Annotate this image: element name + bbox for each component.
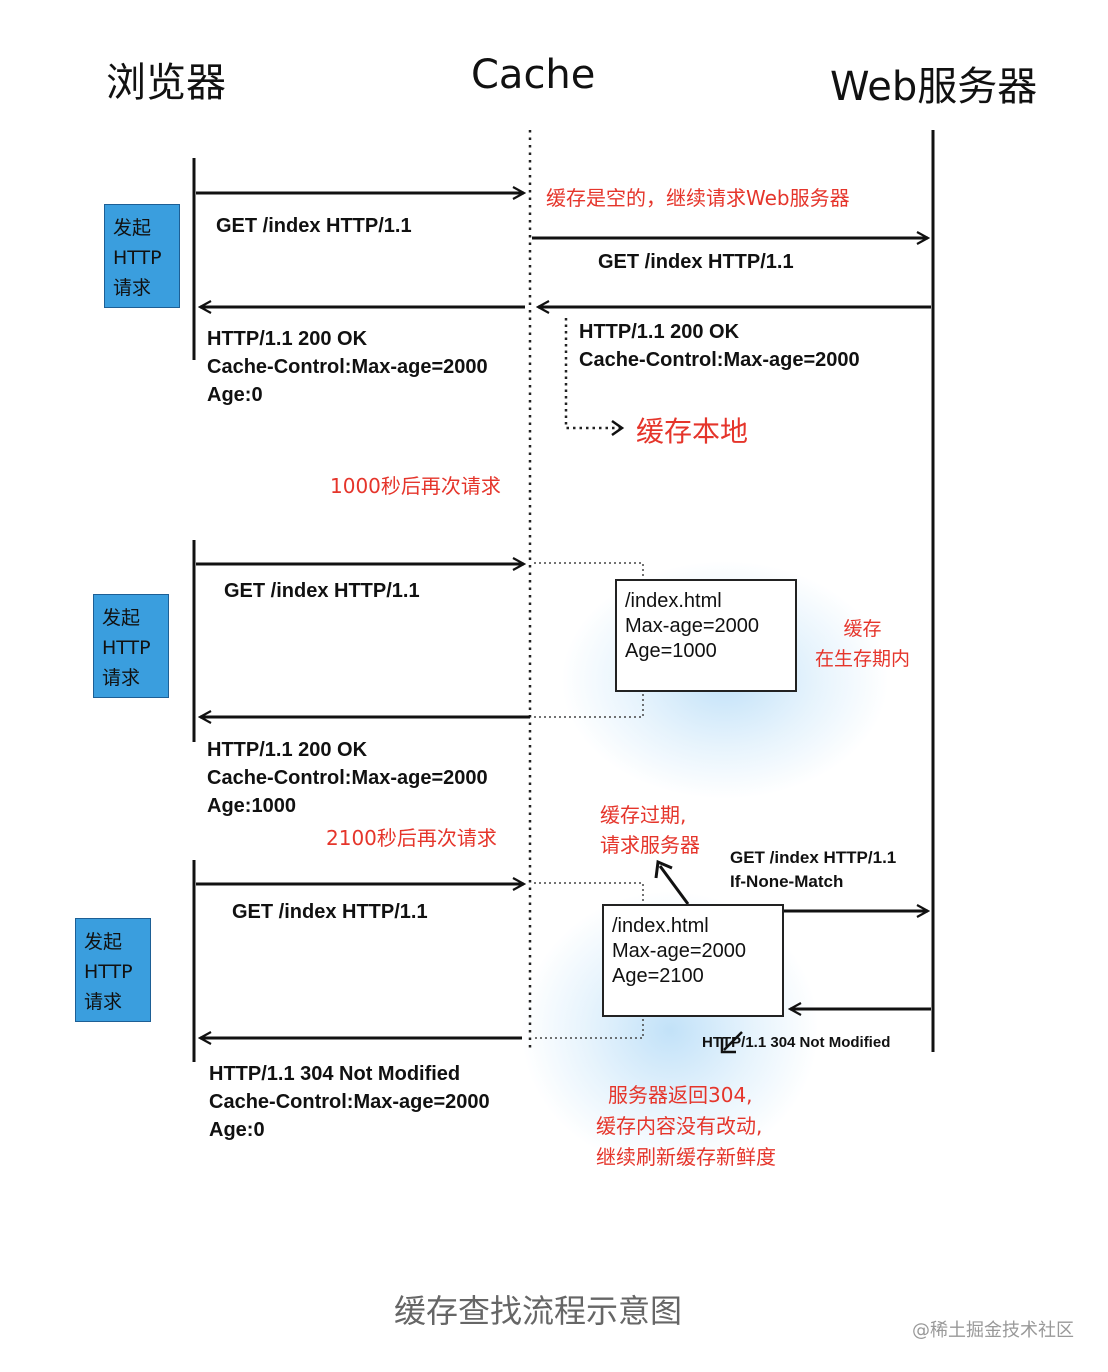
s3-note-304: 服务器返回304, 缓存内容没有改动, 继续刷新缓存新鲜度	[596, 1080, 776, 1173]
response-line: HTTP/1.1 200 OK	[579, 321, 740, 343]
note-line: 缓存	[843, 618, 882, 640]
s2-browser-response: HTTP/1.1 200 OK Cache-Control:Max-age=20…	[207, 736, 488, 820]
response-line: HTTP/1.1 200 OK	[207, 739, 368, 761]
request-box-label: HTTP	[102, 637, 151, 659]
s2-browser-request: GET /index HTTP/1.1	[224, 580, 420, 602]
request-line: If-None-Match	[730, 872, 844, 891]
note-line: 缓存过期,	[600, 803, 687, 827]
response-line: Age:0	[209, 1119, 265, 1141]
response-line: Age:0	[207, 384, 263, 406]
s1-note-cache-empty: 缓存是空的，继续请求Web服务器	[546, 186, 850, 210]
note-line: 在生存期内	[815, 648, 911, 670]
s1-server-response: HTTP/1.1 200 OK Cache-Control:Max-age=20…	[579, 318, 860, 374]
s3-server-response: HTTP/1.1 304 Not Modified	[702, 1034, 891, 1051]
dotted-arrowhead	[611, 419, 625, 437]
send-request-box-3: 发起 HTTP 请求	[75, 918, 151, 1022]
response-line: Cache-Control:Max-age=2000	[207, 356, 488, 378]
watermark: @稀土掘金技术社区	[912, 1320, 1074, 1341]
response-line: Cache-Control:Max-age=2000	[579, 349, 860, 371]
s3-note-expired: 缓存过期, 请求服务器	[600, 800, 700, 860]
s2-note-cache-valid: 缓存 在生存期内	[815, 614, 910, 674]
s3-browser-request: GET /index HTTP/1.1	[232, 901, 428, 923]
arrow-304-pointer	[723, 1031, 743, 1051]
diagram-caption: 缓存查找流程示意图	[394, 1292, 683, 1330]
browser-column-title: 浏览器	[106, 60, 226, 106]
send-request-box-2: 发起 HTTP 请求	[93, 594, 169, 698]
note-line: 请求服务器	[600, 833, 700, 857]
s2-cache-entry-box: /index.html Max-age=2000 Age=1000	[615, 579, 797, 692]
request-box-label: HTTP	[84, 961, 133, 983]
request-box-label: 请求	[113, 277, 152, 299]
s3-browser-response: HTTP/1.1 304 Not Modified Cache-Control:…	[209, 1060, 490, 1144]
note-line: 服务器返回304,	[608, 1083, 753, 1107]
s3-cache-entry-box: /index.html Max-age=2000 Age=2100	[602, 904, 784, 1017]
response-line: HTTP/1.1 304 Not Modified	[209, 1063, 461, 1085]
arrow-expired-pointer-head	[654, 859, 673, 879]
request-box-label: 请求	[102, 667, 141, 689]
cache-entry-line: /index.html	[625, 590, 722, 612]
cache-entry-line: Max-age=2000	[612, 940, 746, 962]
s1-browser-response: HTTP/1.1 200 OK Cache-Control:Max-age=20…	[207, 325, 488, 409]
request-box-label: 发起	[113, 217, 152, 239]
request-line: GET /index HTTP/1.1	[730, 848, 897, 867]
arrow-304-pointer-head	[720, 1038, 736, 1054]
note-1000-seconds: 1000秒后再次请求	[330, 474, 501, 498]
arrow-expired-pointer	[658, 865, 690, 905]
response-line: Cache-Control:Max-age=2000	[209, 1091, 490, 1113]
s3-forward-request: GET /index HTTP/1.1 If-None-Match	[730, 846, 896, 894]
note-2100-seconds: 2100秒后再次请求	[326, 826, 497, 850]
response-line: Age:1000	[207, 795, 296, 817]
response-line: HTTP/1.1 200 OK	[207, 328, 368, 350]
server-column-title: Web服务器	[830, 64, 1038, 110]
cache-entry-line: Age=1000	[625, 640, 717, 662]
cache-column-title: Cache	[471, 52, 596, 98]
response-line: Cache-Control:Max-age=2000	[207, 767, 488, 789]
request-box-label: HTTP	[113, 247, 162, 269]
s1-cache-local-note: 缓存本地	[636, 415, 749, 448]
s1-browser-request: GET /index HTTP/1.1	[216, 215, 412, 237]
send-request-box-1: 发起 HTTP 请求	[104, 204, 180, 308]
note-line: 继续刷新缓存新鲜度	[596, 1145, 776, 1169]
request-box-label: 发起	[84, 931, 123, 953]
note-line: 缓存内容没有改动,	[596, 1114, 763, 1138]
cache-entry-line: /index.html	[612, 915, 709, 937]
request-box-label: 发起	[102, 607, 141, 629]
cache-entry-line: Max-age=2000	[625, 615, 759, 637]
cache-entry-line: Age=2100	[612, 965, 704, 987]
request-box-label: 请求	[84, 991, 123, 1013]
s1-forward-request: GET /index HTTP/1.1	[598, 251, 794, 273]
